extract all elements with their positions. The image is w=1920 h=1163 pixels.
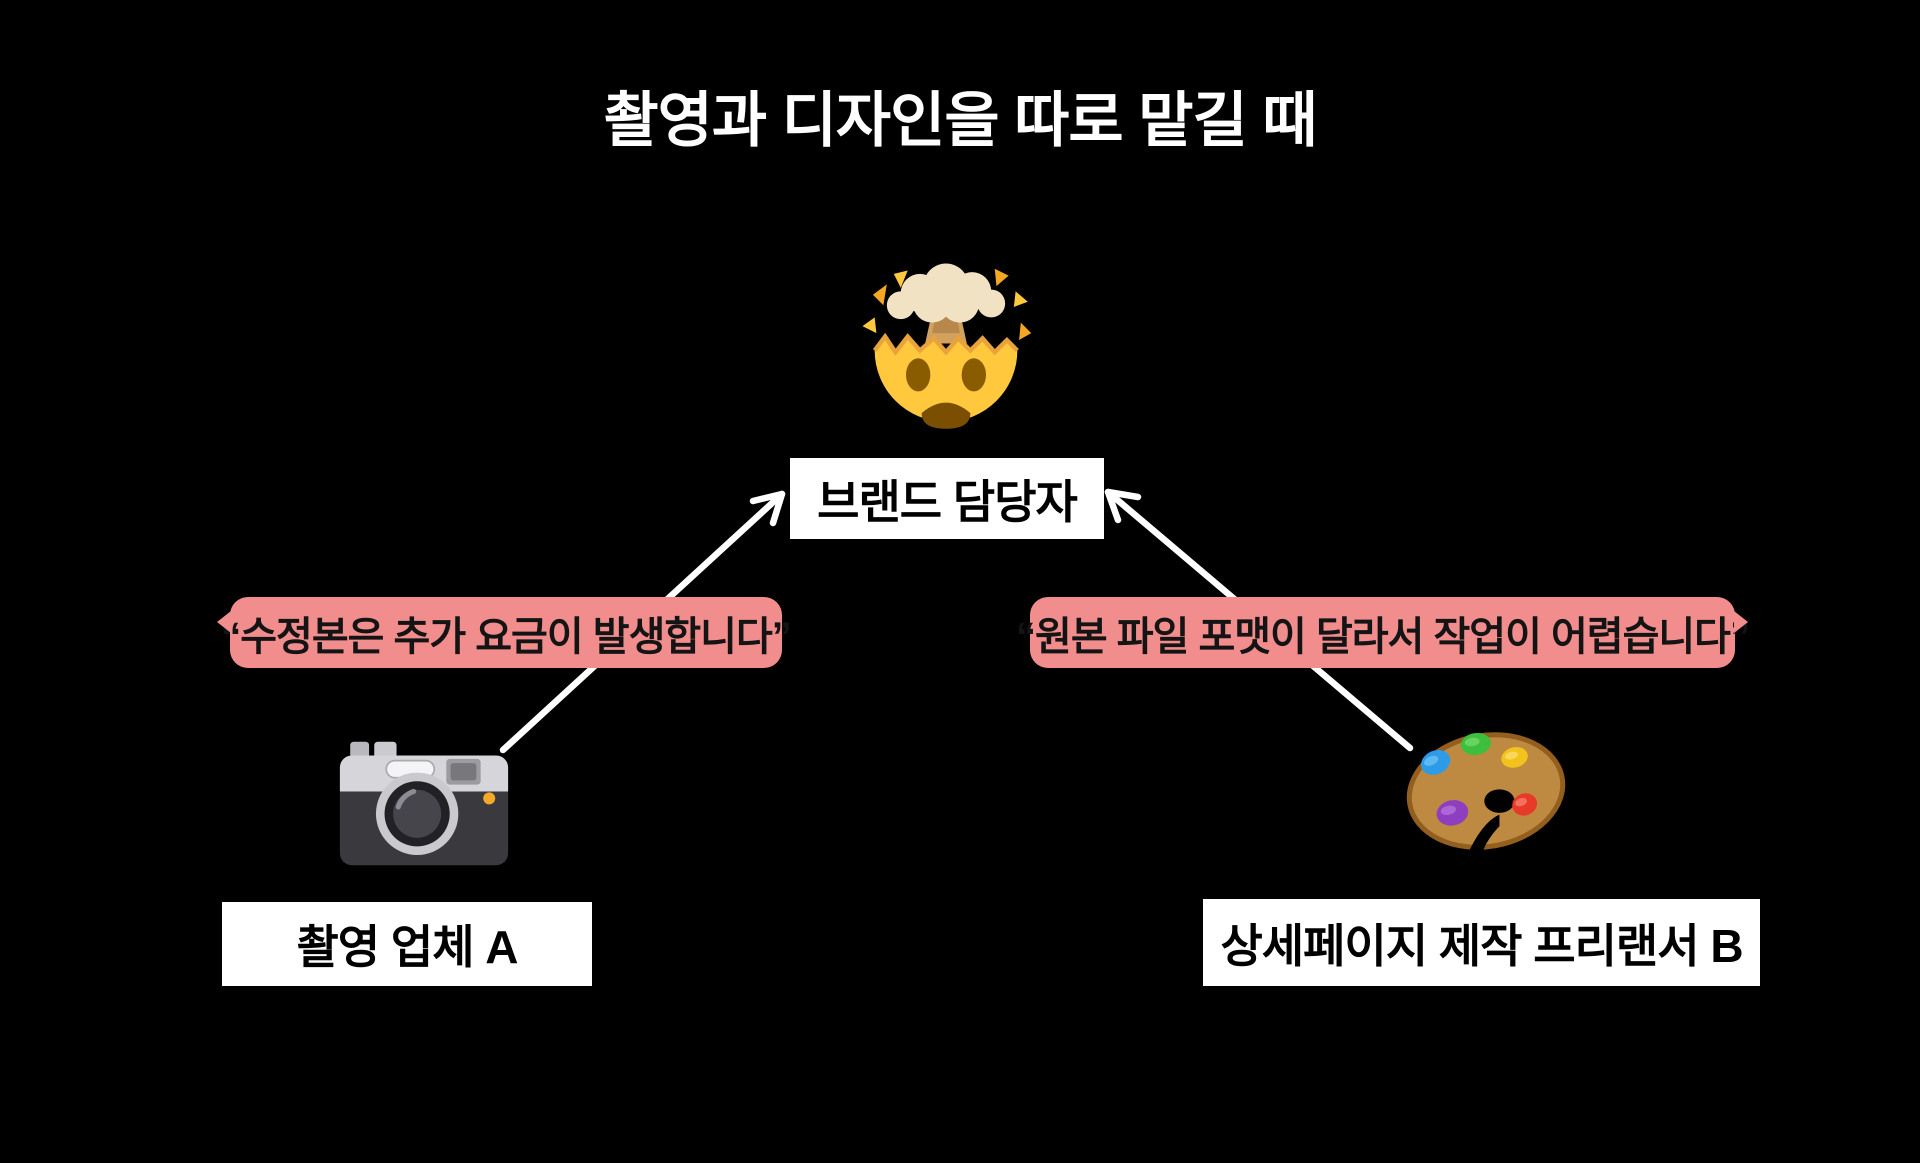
left-bubble-tail	[217, 611, 231, 633]
photo-company-label: 촬영 업체 A	[296, 921, 518, 973]
exploding-head-emoji	[859, 260, 1033, 434]
right-bubble-tail	[1734, 611, 1748, 633]
brand-manager-box: 브랜드 담당자	[790, 458, 1104, 539]
brand-manager-label: 브랜드 담당자	[817, 475, 1078, 528]
photo-company-box: 촬영 업체 A	[222, 902, 592, 986]
slide-title: 촬영과 디자인을 따로 맡길 때	[603, 87, 1317, 154]
freelancer-box: 상세페이지 제작 프리랜서 B	[1203, 899, 1760, 986]
left-bubble-text: “수정본은 추가 요금이 발생합니다”	[221, 614, 792, 659]
right-bubble-text: “원본 파일 포맷이 달라서 작업이 어렵습니다”	[1016, 614, 1750, 659]
right-speech-bubble: “원본 파일 포맷이 달라서 작업이 어렵습니다”	[1016, 597, 1750, 668]
palette-emoji	[1402, 722, 1570, 860]
camera-emoji	[338, 740, 510, 867]
freelancer-label: 상세페이지 제작 프리랜서 B	[1220, 919, 1743, 972]
left-speech-bubble: “수정본은 추가 요금이 발생합니다”	[217, 597, 792, 668]
